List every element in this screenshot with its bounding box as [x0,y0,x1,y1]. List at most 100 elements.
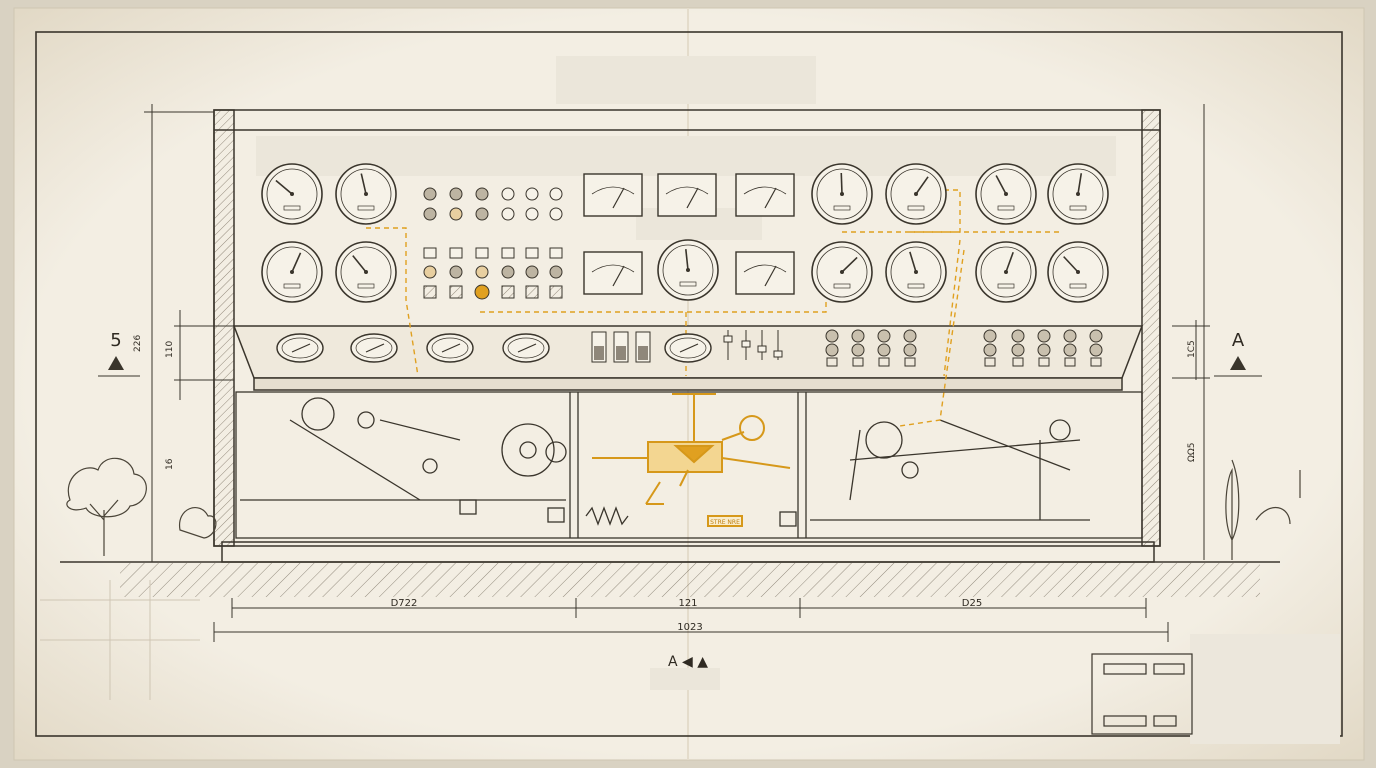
console-switch [1038,357,1050,367]
gauge [1047,241,1109,303]
section-letter-right: A [1232,330,1245,351]
console-button [825,329,839,343]
panel-meter [583,251,643,295]
indicator-light [525,207,539,221]
console-button [877,343,891,357]
corner-grid [40,580,200,700]
slider-knob [773,350,783,358]
gauge [657,239,719,301]
panel-meter [735,251,795,295]
indicator-light [549,187,563,201]
title-block-blank [1190,634,1340,744]
indicator-light [549,265,563,279]
dim-left-mid: 110 [165,341,175,358]
title-block [1091,653,1193,735]
console-button [851,343,865,357]
callout-label: STRE NRE [710,519,740,526]
indicator-light [449,207,463,221]
console-button [1063,329,1077,343]
indicator-light [525,187,539,201]
indicator-light [549,207,563,221]
console-button [1011,329,1025,343]
console-dial [502,333,550,363]
indicator-square [525,285,539,299]
gauge [885,241,947,303]
indicator-light [423,187,437,201]
console-button [851,329,865,343]
console-dial [664,333,712,363]
indicator-light [475,187,489,201]
console-button [825,343,839,357]
gauge [975,241,1037,303]
slider-knob [757,345,767,353]
signal-lines [366,189,1060,427]
gauge [261,241,323,303]
console-switch [878,357,890,367]
indicator-light [501,187,515,201]
indicator-light [501,207,515,221]
indicator-light [501,265,515,279]
gauge [335,163,397,225]
indicator-square [423,247,437,259]
console-button [1089,329,1103,343]
console-button [1037,343,1051,357]
gauge [811,241,873,303]
indicator-active [474,284,490,300]
drawing-border [35,31,1343,737]
panel-meters [583,173,795,295]
tree-right [1225,459,1301,560]
console-dial [426,333,474,363]
gauge-group [261,163,1109,303]
console-button [983,343,997,357]
console-button [983,329,997,343]
gauge [1047,163,1109,225]
gauge [335,241,397,303]
console-dial [350,333,398,363]
gauge [975,163,1037,225]
gauge [811,163,873,225]
dimension-lines [144,104,1210,642]
dim-right-lower: ΩΩ5 [1187,443,1197,462]
indicator-light [525,265,539,279]
console-switch [1064,357,1076,367]
indicator-square [475,247,489,259]
console-switch [852,357,864,367]
console-switch [984,357,996,367]
tree-left [66,457,217,556]
console-switch [1090,357,1102,367]
section-number-left: 5 [110,330,121,351]
console-dials [276,333,712,363]
indicator-square [549,285,563,299]
indicator-light [449,187,463,201]
dim-left-lower: 16 [165,458,175,470]
panel-meter [657,173,717,217]
indicator-light [475,265,489,279]
section-triangle-right [1230,356,1246,370]
console-switch [904,357,916,367]
console-button [1063,343,1077,357]
dim-bottom-right: D25 [962,598,982,609]
ground [60,561,1280,597]
title-blank [556,56,816,104]
console-button [1011,343,1025,357]
console-button [1089,343,1103,357]
dim-bottom-left: D722 [391,598,418,609]
indicator-lights [423,187,1103,367]
indicator-square [501,247,515,259]
gauge [885,163,947,225]
indicator-light [423,207,437,221]
indicator-square [449,247,463,259]
indicator-light [449,265,463,279]
bottom-blank [650,668,720,690]
panel-header-blank [256,136,1116,176]
section-marker-bottom: A ◀ ▲ [668,654,708,670]
console-switch [1012,357,1024,367]
actuator-assembly [592,393,791,527]
console-switch [826,357,838,367]
dim-bottom-total: 1023 [677,622,702,633]
indicator-square [549,247,563,259]
section-triangle-left [108,356,124,370]
indicator-light [475,207,489,221]
indicator-square [501,285,515,299]
